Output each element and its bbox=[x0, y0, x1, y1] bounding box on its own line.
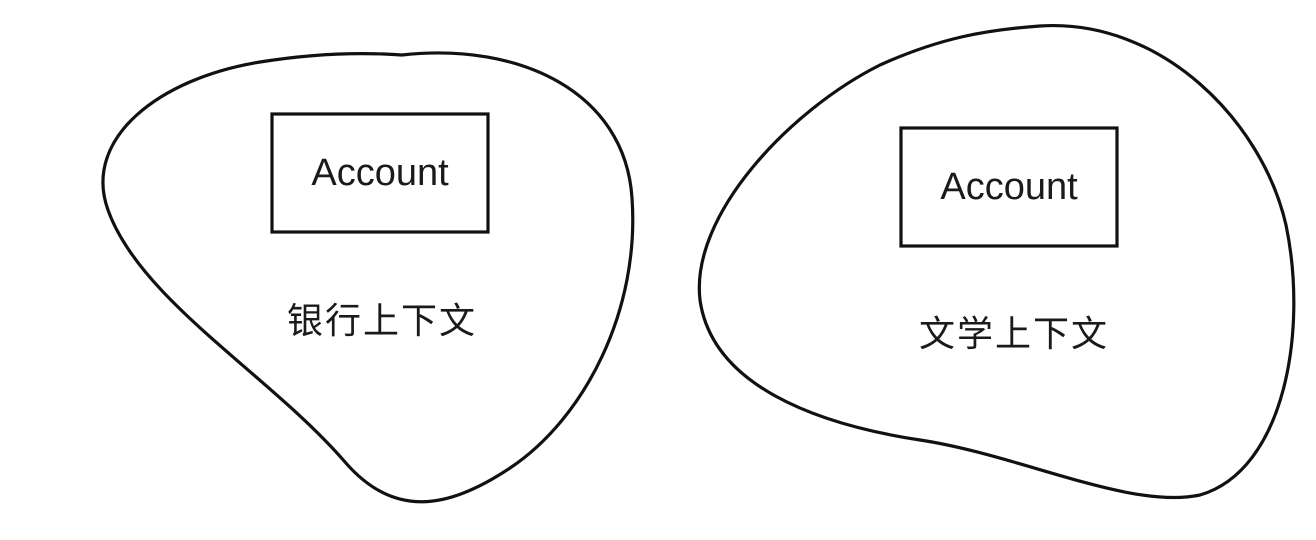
entity-box-literature bbox=[899, 126, 1119, 248]
context-boundary-literature bbox=[697, 24, 1296, 500]
context-group-literature: Account 文学上下文 bbox=[697, 24, 1296, 500]
context-group-banking: Account 银行上下文 bbox=[101, 51, 635, 504]
context-label-banking: 银行上下文 bbox=[287, 301, 477, 342]
context-boundary-banking bbox=[101, 51, 635, 504]
entity-label-banking: Account bbox=[311, 152, 449, 194]
context-label-literature: 文学上下文 bbox=[919, 314, 1109, 355]
entity-box-banking bbox=[270, 112, 490, 234]
entity-label-literature: Account bbox=[940, 166, 1078, 208]
